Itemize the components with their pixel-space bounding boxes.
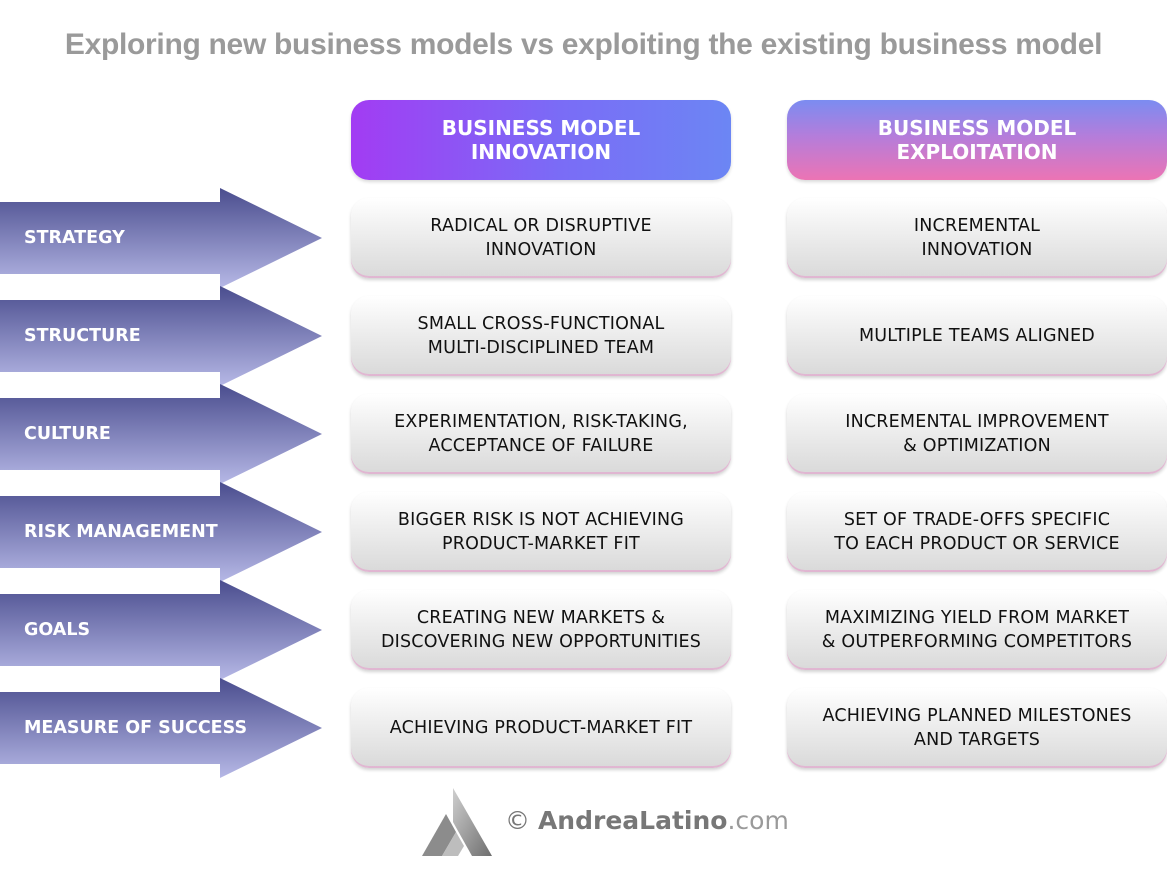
exploitation-cell: MAXIMIZING YIELD FROM MARKET & OUTPERFORM… — [787, 590, 1167, 670]
row-arrow: MEASURE OF SUCCESS — [0, 678, 322, 778]
innovation-cell-line: MULTI-DISCIPLINED TEAM — [427, 338, 655, 358]
innovation-cell-line: INNOVATION — [485, 240, 597, 260]
exploitation-cell: MULTIPLE TEAMS ALIGNED — [787, 296, 1167, 376]
column-header-exploitation: BUSINESS MODEL EXPLOITATION — [787, 100, 1167, 180]
column-header-exploitation-line1: BUSINESS MODEL — [877, 116, 1077, 140]
arrow-shape — [0, 580, 322, 680]
arrow-shape — [0, 384, 322, 484]
exploitation-cell-line: MULTIPLE TEAMS ALIGNED — [859, 326, 1095, 346]
innovation-cell-line: SMALL CROSS-FUNCTIONAL — [417, 314, 665, 334]
row-label: MEASURE OF SUCCESS — [24, 718, 248, 738]
row-arrow: CULTURE — [0, 384, 322, 484]
column-header-innovation-line1: BUSINESS MODEL — [441, 116, 641, 140]
innovation-cell: ACHIEVING PRODUCT-MARKET FIT — [351, 688, 731, 768]
row-label: STRUCTURE — [24, 326, 141, 346]
exploitation-cell-line: INCREMENTAL IMPROVEMENT — [845, 412, 1109, 432]
innovation-cell: SMALL CROSS-FUNCTIONAL MULTI-DISCIPLINED … — [351, 296, 731, 376]
exploitation-cell: ACHIEVING PLANNED MILESTONES AND TARGETS — [787, 688, 1167, 768]
exploitation-cell-line: MAXIMIZING YIELD FROM MARKET — [824, 608, 1130, 628]
page-title: Exploring new business models vs exploit… — [64, 28, 1103, 61]
innovation-cell-line: DISCOVERING NEW OPPORTUNITIES — [380, 632, 702, 652]
innovation-cell: RADICAL OR DISRUPTIVE INNOVATION — [351, 198, 731, 278]
exploitation-cell-line: & OUTPERFORMING COMPETITORS — [821, 632, 1133, 652]
row-label: CULTURE — [24, 424, 111, 444]
brand-domain: .com — [727, 806, 789, 835]
exploitation-cell-line: SET OF TRADE-OFFS SPECIFIC — [843, 510, 1111, 530]
row-label: GOALS — [24, 620, 91, 640]
copyright-symbol: © — [505, 806, 530, 835]
column-header-exploitation-line2: EXPLOITATION — [896, 140, 1058, 164]
exploitation-cell: INCREMENTAL IMPROVEMENT & OPTIMIZATION — [787, 394, 1167, 474]
innovation-cell-line: BIGGER RISK IS NOT ACHIEVING — [397, 510, 685, 530]
brand-name: AndreaLatino — [537, 806, 728, 835]
exploitation-cell: INCREMENTAL INNOVATION — [787, 198, 1167, 278]
innovation-cell-line: CREATING NEW MARKETS & — [416, 608, 666, 628]
innovation-cell-line: PRODUCT-MARKET FIT — [442, 534, 640, 554]
row-arrow: STRATEGY — [0, 188, 322, 288]
row-arrow: RISK MANAGEMENT — [0, 482, 322, 582]
brand-footer: © AndreaLatino.com — [505, 806, 789, 835]
exploitation-cell-line: & OPTIMIZATION — [903, 436, 1051, 456]
innovation-cell-line: ACCEPTANCE OF FAILURE — [428, 436, 654, 456]
innovation-cell-line: ACHIEVING PRODUCT-MARKET FIT — [389, 718, 693, 738]
innovation-cell-line: RADICAL OR DISRUPTIVE — [430, 216, 652, 236]
innovation-cell: BIGGER RISK IS NOT ACHIEVING PRODUCT-MARK… — [351, 492, 731, 572]
row-arrow: GOALS — [0, 580, 322, 680]
arrow-shape — [0, 188, 322, 288]
row-label: STRATEGY — [24, 228, 125, 248]
row-arrow: STRUCTURE — [0, 286, 322, 386]
innovation-cell-line: EXPERIMENTATION, RISK-TAKING, — [394, 412, 688, 432]
innovation-cell: EXPERIMENTATION, RISK-TAKING, ACCEPTANCE … — [351, 394, 731, 474]
column-header-innovation-line2: INNOVATION — [470, 140, 612, 164]
innovation-cell: CREATING NEW MARKETS & DISCOVERING NEW OP… — [351, 590, 731, 670]
exploitation-cell-line: ACHIEVING PLANNED MILESTONES — [822, 706, 1132, 726]
exploitation-cell-line: AND TARGETS — [913, 730, 1041, 750]
andrea-latino-logo-icon — [422, 788, 492, 856]
exploitation-cell-line: TO EACH PRODUCT OR SERVICE — [834, 534, 1120, 554]
arrow-shape — [0, 482, 322, 582]
exploitation-cell-line: INNOVATION — [921, 240, 1033, 260]
arrow-shape — [0, 678, 322, 778]
row-label: RISK MANAGEMENT — [24, 522, 218, 542]
exploitation-cell-line: INCREMENTAL — [913, 216, 1041, 236]
arrow-shape — [0, 286, 322, 386]
column-header-innovation: BUSINESS MODEL INNOVATION — [351, 100, 731, 180]
exploitation-cell: SET OF TRADE-OFFS SPECIFIC TO EACH PRODUC… — [787, 492, 1167, 572]
